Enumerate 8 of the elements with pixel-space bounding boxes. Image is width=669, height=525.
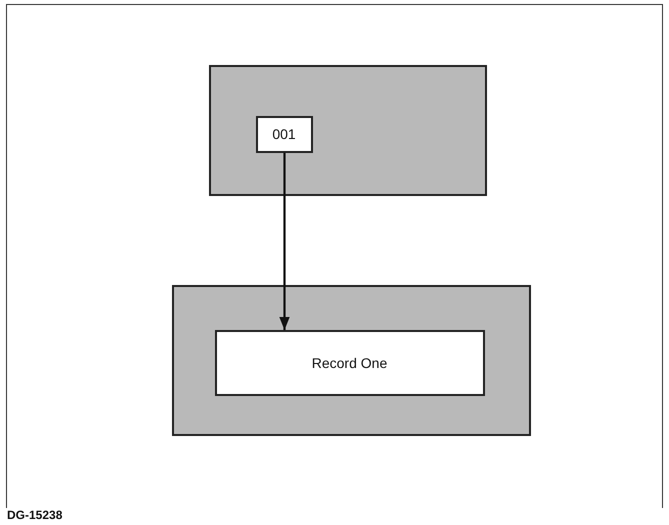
- arrow: [279, 153, 290, 330]
- shaded-panel: [172, 285, 531, 436]
- shaded-panel: [209, 65, 487, 196]
- box-label: Record One: [312, 354, 388, 370]
- text-box: [214, 330, 484, 396]
- box-label: 001: [272, 126, 296, 142]
- figure-id: DG-15238: [7, 508, 62, 522]
- text-box: [256, 116, 312, 152]
